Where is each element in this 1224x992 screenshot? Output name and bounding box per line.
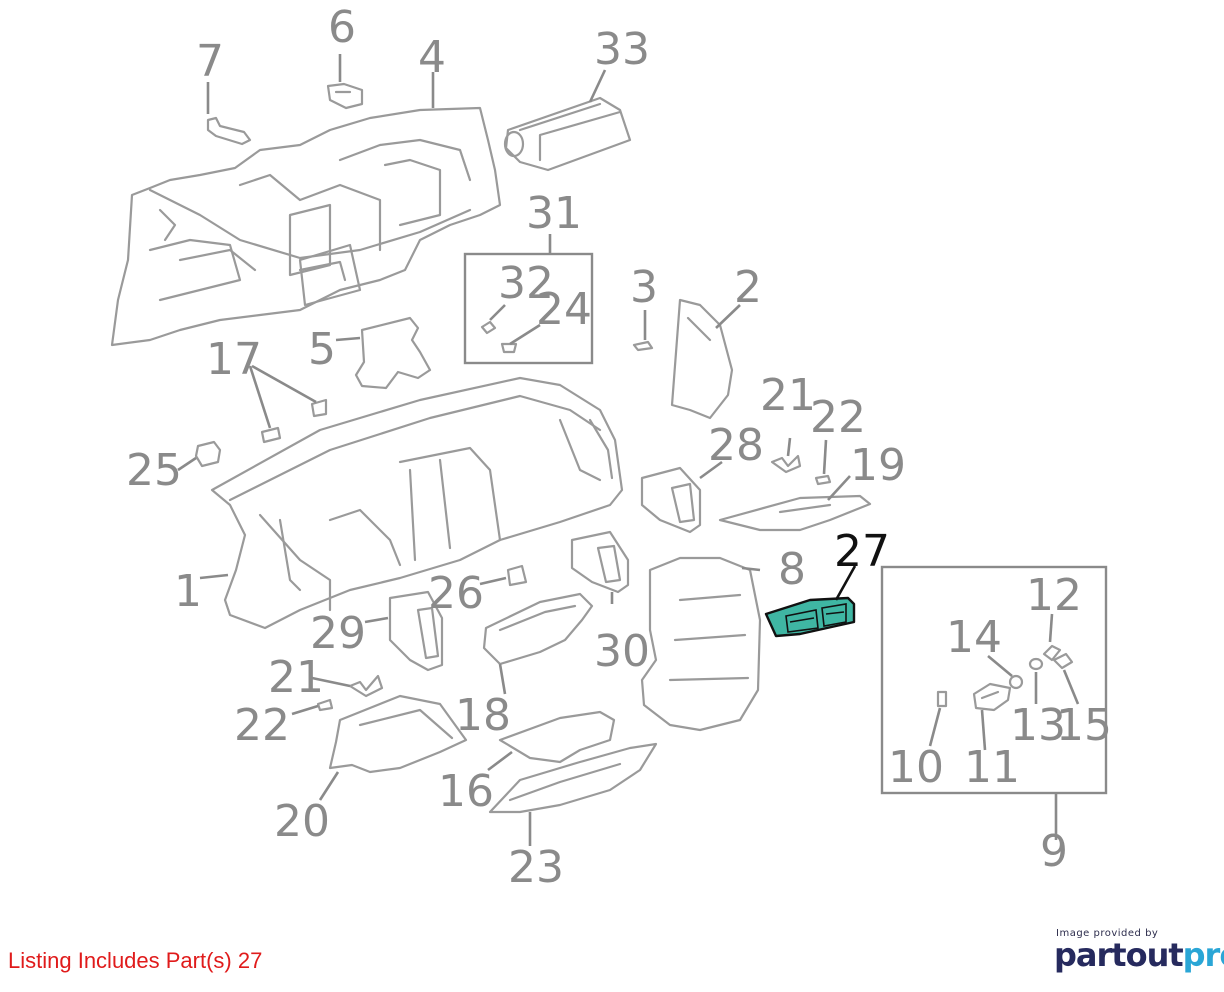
callout-22-lower[interactable]: 22 — [234, 700, 290, 751]
callout-24[interactable]: 24 — [536, 284, 592, 335]
part-16-drawing — [498, 710, 616, 764]
callout-32[interactable]: 32 — [498, 258, 554, 309]
part-4-drawing — [110, 106, 502, 347]
callout-13[interactable]: 13 — [1010, 700, 1066, 751]
callout-15[interactable]: 15 — [1056, 700, 1112, 751]
part-17-drawing-b — [310, 398, 328, 418]
part-18-drawing — [482, 592, 594, 666]
part-20-drawing — [328, 694, 468, 774]
callout-1[interactable]: 1 — [174, 566, 202, 617]
callout-25[interactable]: 25 — [126, 445, 182, 496]
callout-6[interactable]: 6 — [328, 2, 356, 53]
part-28-drawing — [640, 466, 702, 534]
part-25-drawing — [194, 440, 222, 468]
part-21-drawing-top — [770, 454, 802, 474]
leader-lines — [177, 54, 1080, 846]
callout-21-lower[interactable]: 21 — [268, 652, 324, 703]
part-9-group-box — [880, 565, 1108, 795]
callout-21-upper[interactable]: 21 — [760, 370, 816, 421]
callout-29[interactable]: 29 — [310, 608, 366, 659]
part-5-drawing — [354, 316, 432, 390]
part-29-drawing — [388, 590, 444, 672]
callout-31[interactable]: 31 — [526, 188, 582, 239]
part-17-drawing-a — [260, 426, 282, 444]
callout-9[interactable]: 9 — [1040, 826, 1068, 877]
part-21-drawing-bottom — [348, 674, 384, 698]
part-6-drawing — [326, 82, 364, 110]
part-7-drawing — [206, 116, 252, 146]
part-2-drawing — [670, 298, 734, 420]
callout-11[interactable]: 11 — [964, 742, 1020, 793]
callout-16[interactable]: 16 — [438, 766, 494, 817]
callout-12[interactable]: 12 — [1026, 570, 1082, 621]
part-24-drawing — [500, 342, 518, 354]
callout-labels: 7 6 4 33 31 32 24 3 2 5 17 25 21 22 19 2… — [126, 2, 1112, 893]
callout-28[interactable]: 28 — [708, 420, 764, 471]
listing-includes-text: Listing Includes Part(s) 27 — [8, 948, 263, 973]
part-22-drawing-bottom — [316, 698, 334, 712]
callout-27[interactable]: 27 — [834, 526, 890, 577]
callout-14[interactable]: 14 — [946, 612, 1002, 663]
part-3-drawing — [632, 340, 654, 352]
part-8-drawing — [640, 556, 762, 732]
callout-23[interactable]: 23 — [508, 842, 564, 893]
part-30-drawing — [570, 530, 630, 594]
part-19-drawing — [718, 494, 872, 532]
callout-5[interactable]: 5 — [308, 324, 336, 375]
part-27-drawing-highlighted[interactable] — [764, 596, 856, 638]
part-33-drawing — [503, 96, 632, 172]
part-14-drawing — [1008, 674, 1024, 690]
callout-33[interactable]: 33 — [594, 24, 650, 75]
part-11-drawing — [972, 682, 1012, 712]
logo-text-part2: pro — [1182, 936, 1224, 974]
callout-19[interactable]: 19 — [850, 440, 906, 491]
part-15-drawing — [1052, 652, 1074, 670]
callout-10[interactable]: 10 — [888, 742, 944, 793]
part-12-drawing — [1042, 644, 1062, 662]
part-31-group-box — [463, 252, 594, 365]
part-23-drawing — [488, 742, 658, 814]
callout-18[interactable]: 18 — [455, 690, 511, 741]
callout-8[interactable]: 8 — [778, 544, 806, 595]
callout-20[interactable]: 20 — [274, 796, 330, 847]
part-22-drawing-top — [814, 474, 832, 486]
callout-7[interactable]: 7 — [196, 36, 224, 87]
callout-26[interactable]: 26 — [428, 568, 484, 619]
part-32-drawing — [480, 320, 497, 335]
callout-2[interactable]: 2 — [734, 262, 762, 313]
partoutpro-logo[interactable]: partoutpro — [1054, 936, 1224, 974]
callout-17[interactable]: 17 — [206, 334, 262, 385]
part-26-drawing — [506, 564, 528, 587]
part-10-drawing — [936, 690, 948, 708]
callout-4[interactable]: 4 — [418, 32, 446, 83]
callout-3[interactable]: 3 — [630, 262, 658, 313]
callout-30[interactable]: 30 — [594, 626, 650, 677]
part-1-drawing — [210, 376, 624, 630]
logo-text-part1: partout — [1054, 936, 1184, 974]
image-credit-caption: Image provided by — [1056, 928, 1159, 939]
callout-22-upper[interactable]: 22 — [810, 392, 866, 443]
part-13-drawing — [1028, 657, 1044, 671]
